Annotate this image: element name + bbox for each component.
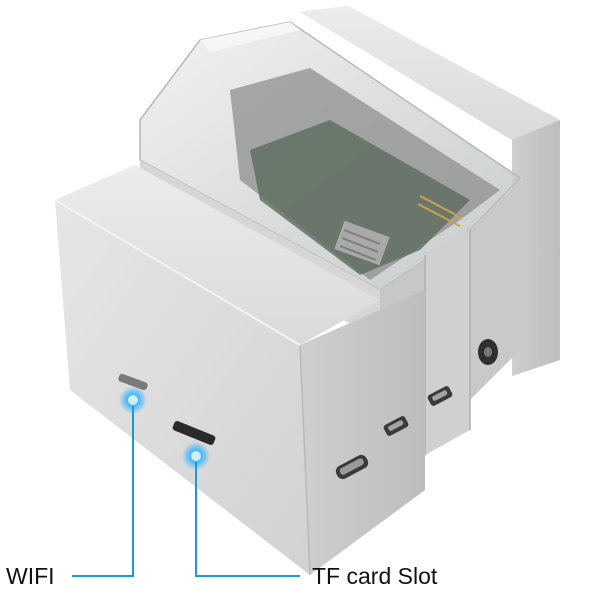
tf-card-slot-label: TF card Slot bbox=[312, 563, 438, 589]
main-housing bbox=[54, 165, 425, 576]
heatsink bbox=[334, 220, 390, 266]
tf-dot-core bbox=[191, 451, 201, 461]
wifi-callout-line bbox=[72, 406, 134, 577]
back-housing bbox=[300, 6, 560, 376]
wifi-slot bbox=[118, 373, 148, 391]
wifi-label: WIFI bbox=[6, 563, 55, 589]
usb-c-port bbox=[335, 454, 369, 480]
micro-hdmi-port-1 bbox=[383, 416, 409, 436]
wifi-dot-core bbox=[128, 395, 138, 405]
dc-jack bbox=[478, 339, 498, 365]
tf-card-slot bbox=[172, 421, 216, 445]
micro-hdmi-port-2 bbox=[427, 386, 453, 406]
tf-callout-line bbox=[195, 462, 300, 577]
